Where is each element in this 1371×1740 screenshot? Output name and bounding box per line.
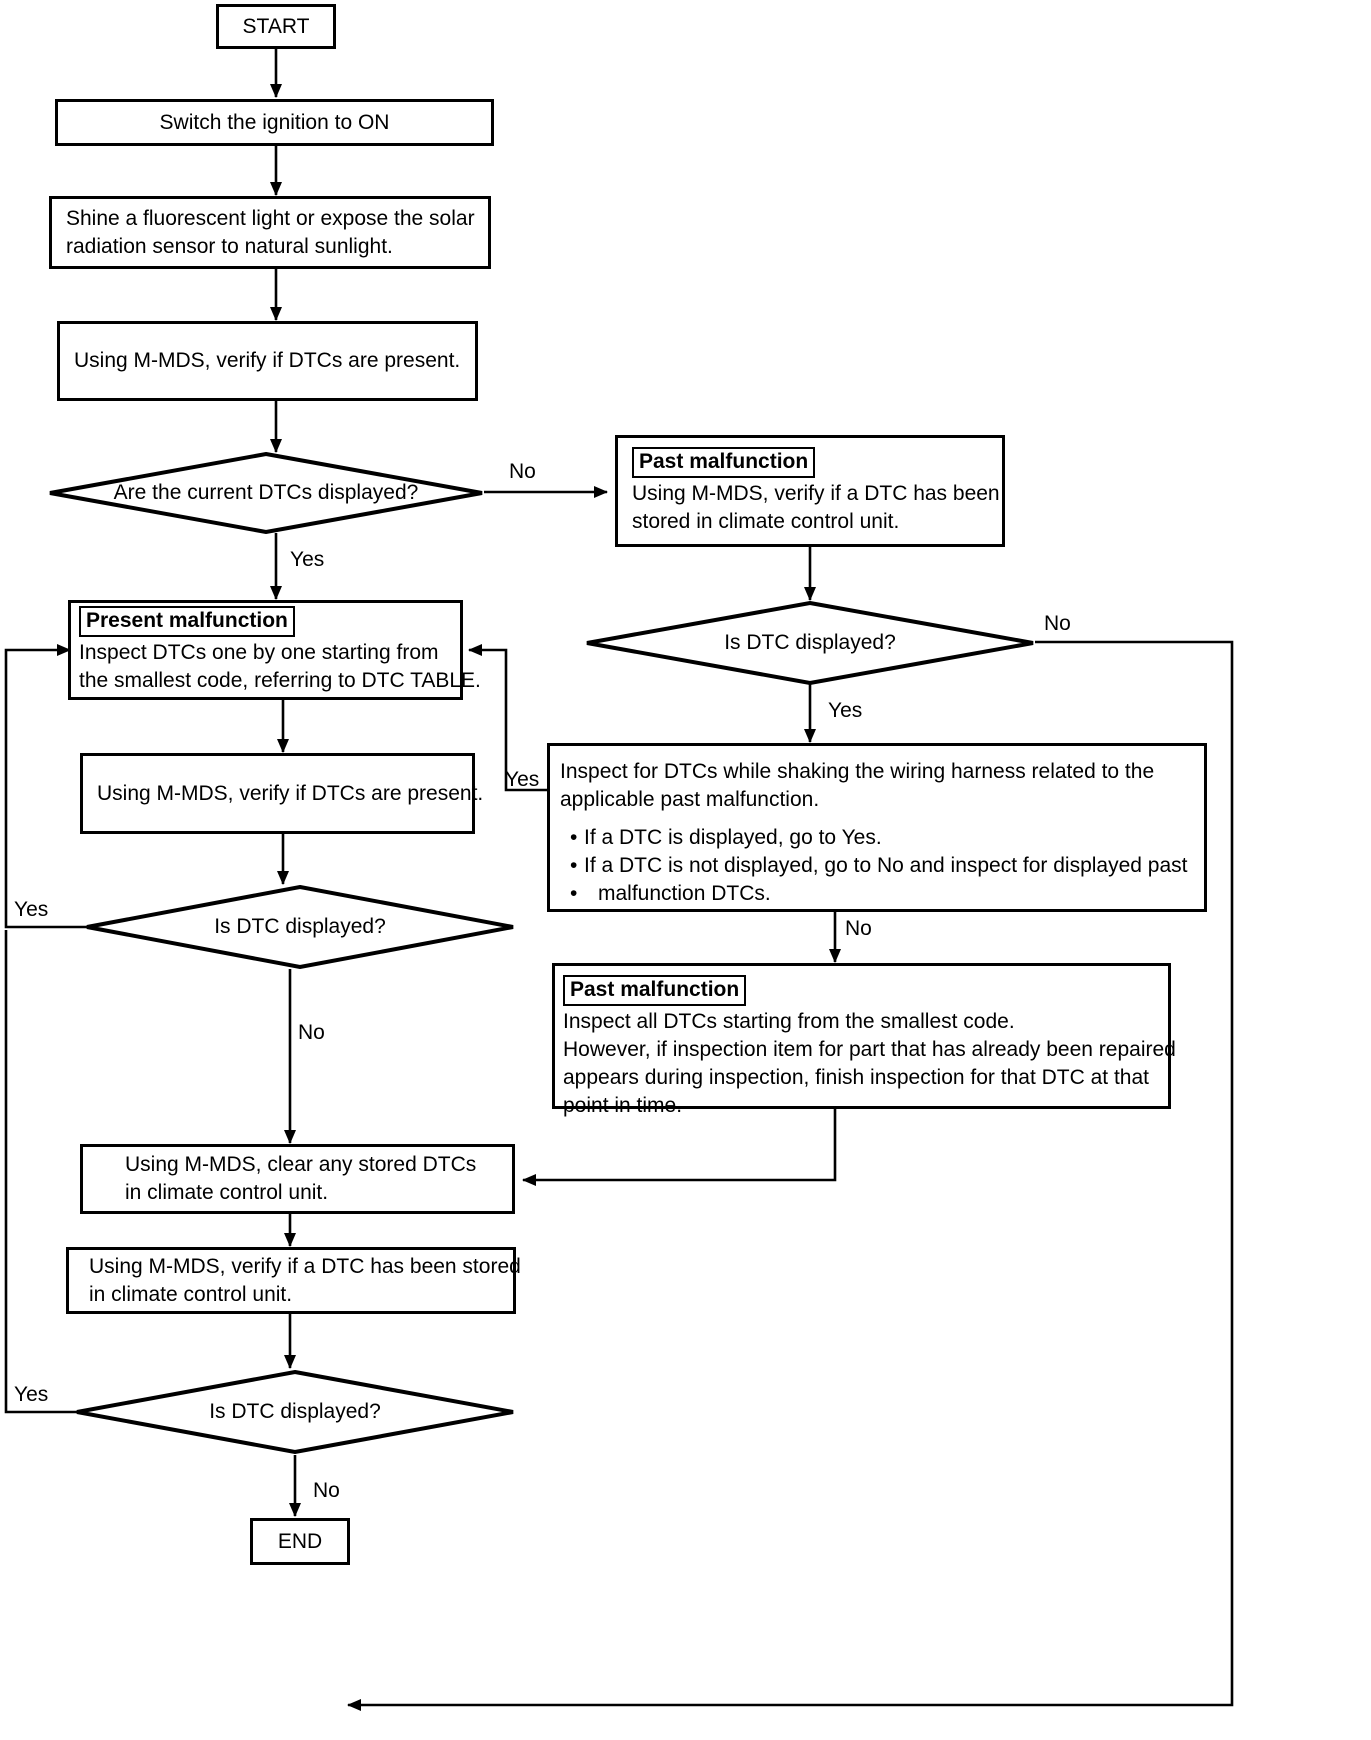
node-past-malfunction-1-tag: Past malfunction [632,446,816,478]
edge-label-current-yes: Yes [290,548,325,571]
node-past-malfunction-1-line1: Using M-MDS, verify if a DTC has been [632,481,1000,505]
edge-label-bottom-no: No [313,1479,340,1502]
node-past-malfunction-1: Past malfunction Using M-MDS, verify if … [615,435,1005,547]
node-end: END [250,1518,350,1565]
diamond-shape [76,1369,514,1455]
node-shine-light-line2: radiation sensor to natural sunlight. [66,234,393,258]
decision-is-dtc-displayed-bottom: Is DTC displayed? [75,1369,515,1455]
node-clear-stored-dtcs-line1: Using M-MDS, clear any stored DTCs [125,1153,477,1176]
diamond-shape [49,451,483,535]
node-end-label: END [277,1529,323,1553]
decision-is-dtc-displayed-right: Is DTC displayed? [585,600,1035,686]
decision-are-current-dtcs-displayed-label: Are the current DTCs displayed? [113,481,419,504]
edge-label-current-no: No [509,460,536,483]
edge-label-mid-no: No [298,1021,325,1044]
node-shine-light: Shine a fluorescent light or expose the … [49,196,491,269]
node-clear-stored-dtcs-line2: in climate control unit. [125,1181,329,1204]
node-past-malfunction-2-line2: However, if inspection item for part tha… [563,1038,1176,1061]
node-past-malfunction-2-line1: Inspect all DTCs starting from the small… [563,1010,1015,1033]
edge-label-shake-yes: Yes [505,768,540,791]
node-start-label: START [242,14,310,38]
edge-label-mid-yes: Yes [14,898,49,921]
node-present-malfunction-line2: the smallest code, referring to DTC TABL… [79,668,481,692]
decision-is-dtc-displayed-bottom-label: Is DTC displayed? [209,1400,381,1423]
node-past-malfunction-1-line2: stored in climate control unit. [632,509,900,533]
node-shake-wiring-harness-line2: applicable past malfunction. [560,788,820,811]
node-shake-wiring-harness-line1: Inspect for DTCs while shaking the wirin… [560,760,1155,783]
node-verify-dtc-stored: Using M-MDS, verify if a DTC has been st… [66,1247,521,1314]
node-shake-wiring-harness-bullet-2-cont: malfunction DTCs. [564,880,1204,908]
node-verify-dtcs-present-2: Using M-MDS, verify if DTCs are present. [80,753,483,834]
node-switch-ignition-label: Switch the ignition to ON [159,110,390,134]
edge-label-right-no: No [1044,612,1071,635]
node-start: START [216,4,336,49]
decision-is-dtc-displayed-middle-label: Is DTC displayed? [214,915,386,938]
node-verify-dtcs-present-1-label: Using M-MDS, verify if DTCs are present. [74,349,461,372]
node-past-malfunction-2-tag: Past malfunction [563,975,747,1006]
node-verify-dtc-stored-line2: in climate control unit. [89,1282,293,1306]
edge-label-shake-no: No [845,917,872,940]
node-shake-wiring-harness-bullet-2: If a DTC is not displayed, go to No and … [564,852,1204,880]
node-present-malfunction-line1: Inspect DTCs one by one starting from [79,640,439,664]
node-verify-dtcs-present-1: Using M-MDS, verify if DTCs are present. [57,321,478,401]
node-present-malfunction: Present malfunction Inspect DTCs one by … [68,600,481,700]
node-past-malfunction-2-line4: point in time. [563,1094,683,1117]
node-past-malfunction-2-line3: appears during inspection, finish inspec… [563,1066,1149,1089]
node-past-malfunction-2: Past malfunction Inspect all DTCs starti… [552,963,1176,1117]
node-shake-wiring-harness-bullet-1: If a DTC is displayed, go to Yes. [564,824,1204,852]
edge-label-right-yes: Yes [828,699,863,722]
node-verify-dtc-stored-line1: Using M-MDS, verify if a DTC has been st… [89,1254,521,1278]
diamond-shape [86,884,514,970]
decision-are-current-dtcs-displayed: Are the current DTCs displayed? [48,451,484,535]
node-switch-ignition: Switch the ignition to ON [55,99,494,146]
diamond-shape [586,600,1034,686]
decision-is-dtc-displayed-right-label: Is DTC displayed? [724,631,896,654]
node-shake-wiring-harness: Inspect for DTCs while shaking the wirin… [547,743,1207,912]
node-clear-stored-dtcs: Using M-MDS, clear any stored DTCs in cl… [80,1144,515,1214]
node-shine-light-line1: Shine a fluorescent light or expose the … [66,206,475,230]
decision-is-dtc-displayed-middle: Is DTC displayed? [85,884,515,970]
node-present-malfunction-tag: Present malfunction [79,605,295,637]
edge-label-bottom-yes: Yes [14,1383,49,1406]
node-verify-dtcs-present-2-label: Using M-MDS, verify if DTCs are present. [97,781,484,805]
